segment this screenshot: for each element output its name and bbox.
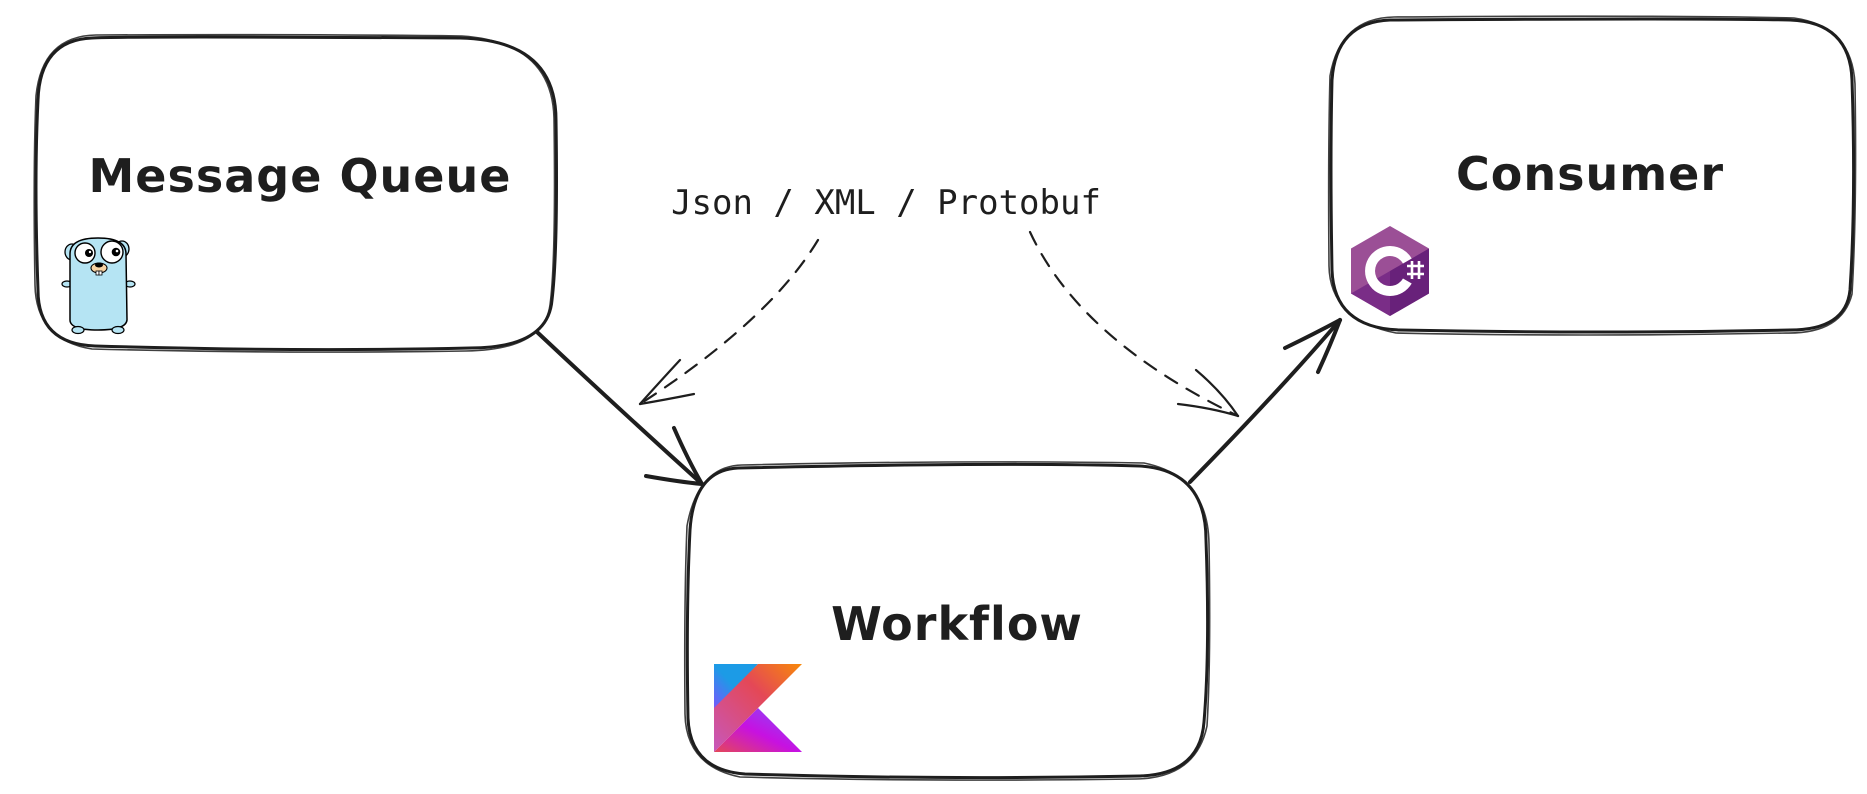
csharp-logo-icon bbox=[1351, 226, 1429, 316]
consumer-title: Consumer bbox=[1456, 147, 1724, 201]
go-gopher-icon bbox=[61, 237, 136, 335]
data-format-label: Json / XML / Protobuf bbox=[671, 183, 1101, 223]
dashed-arrow-right bbox=[1028, 230, 1240, 418]
arrow-queue-to-workflow bbox=[535, 330, 704, 486]
workflow-node[interactable]: Workflow bbox=[683, 461, 1211, 781]
workflow-box bbox=[685, 462, 1210, 780]
dashed-arrow-left bbox=[638, 238, 820, 406]
kotlin-logo-icon bbox=[714, 664, 802, 752]
message-queue-box bbox=[34, 35, 558, 352]
message-queue-title: Message Queue bbox=[89, 149, 512, 203]
consumer-box bbox=[1329, 17, 1856, 334]
arrow-workflow-to-consumer bbox=[1188, 318, 1342, 484]
consumer-node[interactable]: Consumer bbox=[1327, 15, 1857, 336]
message-queue-node[interactable]: Message Queue bbox=[33, 33, 558, 353]
workflow-title: Workflow bbox=[831, 597, 1083, 651]
